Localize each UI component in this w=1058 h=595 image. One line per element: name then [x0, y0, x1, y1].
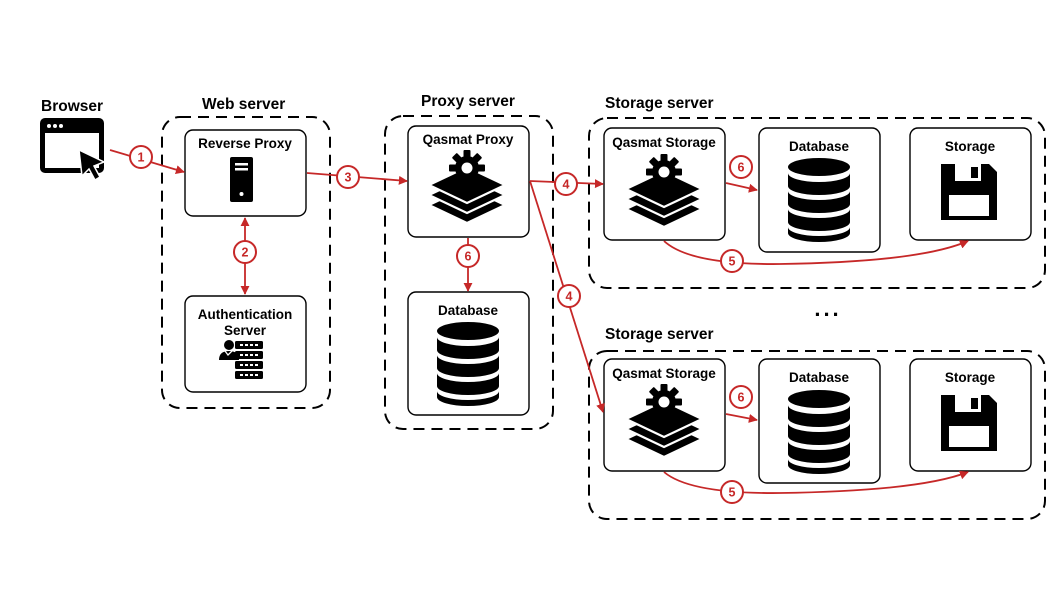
svg-text:6: 6: [738, 391, 745, 405]
user-server-rack-icon: [219, 340, 263, 379]
storage-label-2: Storage: [945, 370, 996, 385]
arrow-storage-1-to-storage: [663, 240, 969, 265]
step-marker-1: 1: [129, 145, 153, 169]
arrow-storage-1-to-database: [725, 182, 758, 193]
svg-text:5: 5: [729, 255, 736, 269]
arrow-storage-2-to-database: [725, 413, 758, 423]
step-marker-4-bottom: 4: [557, 284, 581, 308]
svg-text:4: 4: [563, 178, 570, 192]
more-servers-ellipsis: ...: [814, 296, 841, 321]
svg-text:2: 2: [242, 246, 249, 260]
storage-label-1: Storage: [945, 139, 996, 154]
step-marker-6-storage-2: 6: [729, 385, 753, 409]
svg-text:6: 6: [738, 161, 745, 175]
qasmat-storage-label-1: Qasmat Storage: [612, 135, 716, 150]
step-marker-6-proxy: 6: [456, 244, 480, 268]
server-tower-icon: [230, 157, 253, 202]
browser-title: Browser: [41, 98, 103, 115]
step-marker-2: 2: [233, 240, 257, 264]
svg-text:5: 5: [729, 486, 736, 500]
step-marker-3: 3: [336, 165, 360, 189]
storage-server-title-2: Storage server: [605, 326, 714, 343]
svg-text:1: 1: [138, 151, 145, 165]
arrow-storage-2-to-storage: [663, 470, 969, 494]
step-marker-5-storage-2: 5: [720, 480, 744, 504]
web-server-title: Web server: [202, 96, 285, 113]
reverse-proxy-label: Reverse Proxy: [198, 136, 292, 151]
proxy-database-label: Database: [438, 303, 499, 318]
step-marker-6-storage-1: 6: [729, 155, 753, 179]
database-label-2: Database: [789, 370, 850, 385]
floppy-disk-icon: [941, 395, 997, 451]
database-label-1: Database: [789, 139, 850, 154]
browser-window-cursor-icon: [40, 118, 106, 182]
storage-server-title-1: Storage server: [605, 95, 714, 112]
authentication-server-label-line1: Authentication: [198, 307, 293, 322]
svg-text:4: 4: [566, 290, 573, 304]
step-marker-5-storage-1: 5: [720, 249, 744, 273]
svg-text:6: 6: [465, 250, 472, 264]
qasmat-proxy-label: Qasmat Proxy: [423, 132, 514, 147]
step-marker-4-top: 4: [554, 172, 578, 196]
authentication-server-label-line2: Server: [224, 323, 267, 338]
svg-text:3: 3: [345, 171, 352, 185]
proxy-server-title: Proxy server: [421, 93, 515, 110]
floppy-disk-icon: [941, 164, 997, 220]
qasmat-storage-label-2: Qasmat Storage: [612, 366, 716, 381]
